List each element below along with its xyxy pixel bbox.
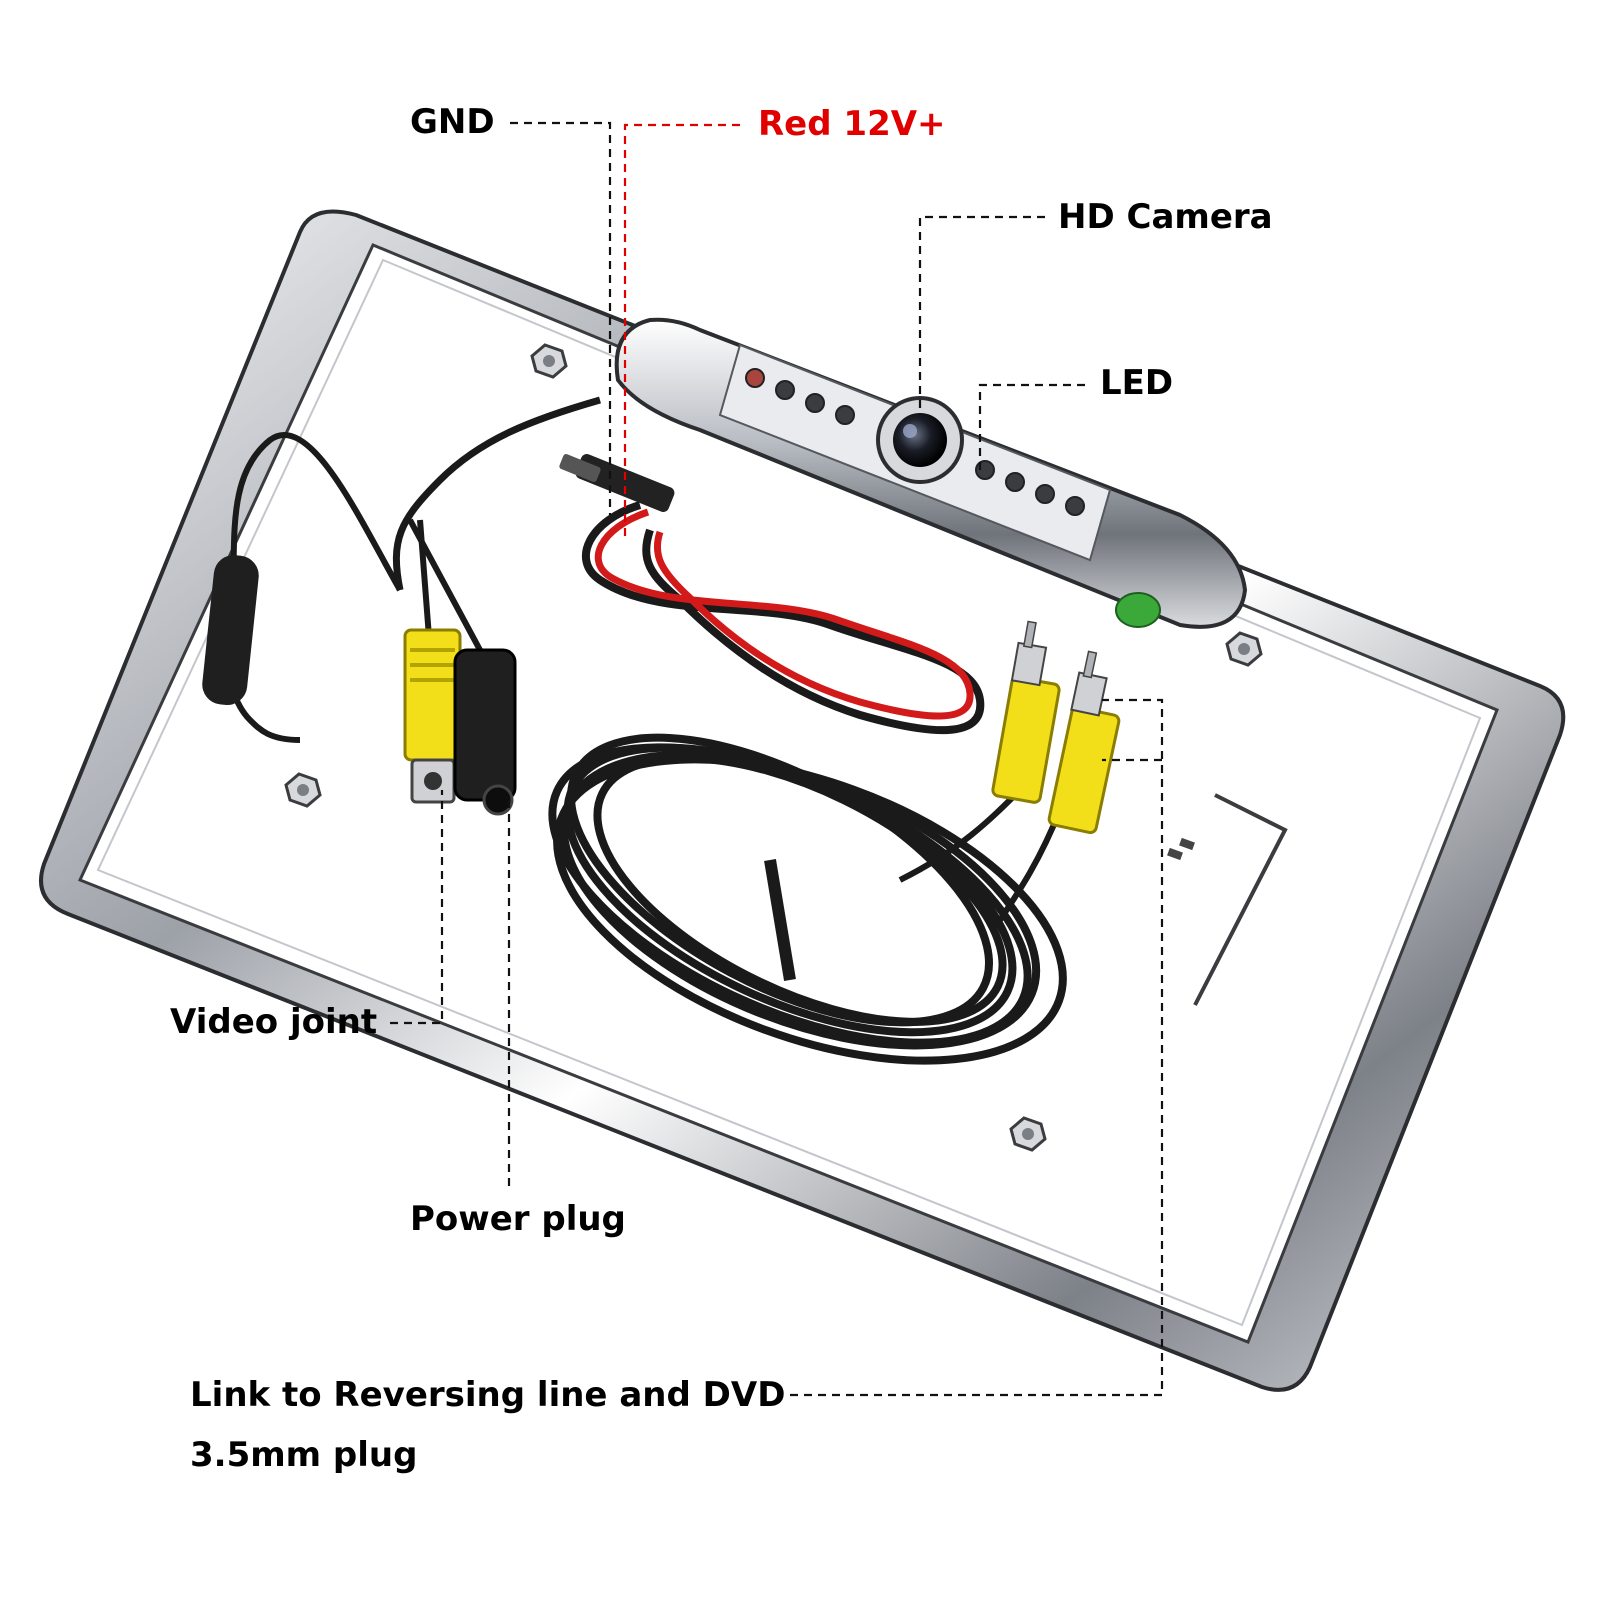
link-reversing-leader — [790, 698, 1164, 1397]
red-12v-leader — [623, 123, 740, 540]
extension-cable-coil — [548, 733, 1067, 1065]
gnd-label: GND — [410, 102, 495, 142]
rca-plug-icon — [1047, 650, 1121, 835]
gnd-leader — [510, 121, 612, 515]
video-joint-connector — [403, 628, 462, 804]
video-joint-label: Video joint — [170, 1002, 378, 1042]
plug-35mm-label: 3.5mm plug — [190, 1435, 418, 1475]
video-joint-leader — [390, 790, 444, 1025]
camera-bar-icon — [614, 317, 1248, 629]
screw-icon — [1167, 837, 1195, 861]
hd-camera-leader — [918, 215, 1045, 410]
camera-lens-icon — [876, 396, 964, 484]
pigtail-cable — [202, 431, 483, 743]
hex-key-icon — [1193, 793, 1288, 1006]
rca-plug-icon — [991, 620, 1061, 804]
red-12v-label: Red 12V+ — [758, 104, 946, 144]
mounting-nut-icon — [1009, 1116, 1047, 1152]
led-label: LED — [1100, 363, 1174, 403]
hd-camera-label: HD Camera — [1058, 197, 1273, 237]
infrared-led-icon — [745, 368, 1085, 516]
leader-lines — [390, 121, 1164, 1397]
led-leader — [978, 383, 1085, 470]
camera-cable — [392, 396, 601, 591]
link-reversing-label: Link to Reversing line and DVD — [190, 1375, 786, 1415]
red-power-lead — [559, 453, 985, 735]
mounting-nut-icon — [1225, 631, 1263, 667]
power-plug-label: Power plug — [410, 1199, 626, 1239]
mounting-nut-icon — [284, 772, 322, 808]
qc-sticker-icon — [1115, 592, 1161, 628]
mounting-nut-icon — [530, 343, 568, 379]
power-plug-connector — [453, 648, 517, 816]
